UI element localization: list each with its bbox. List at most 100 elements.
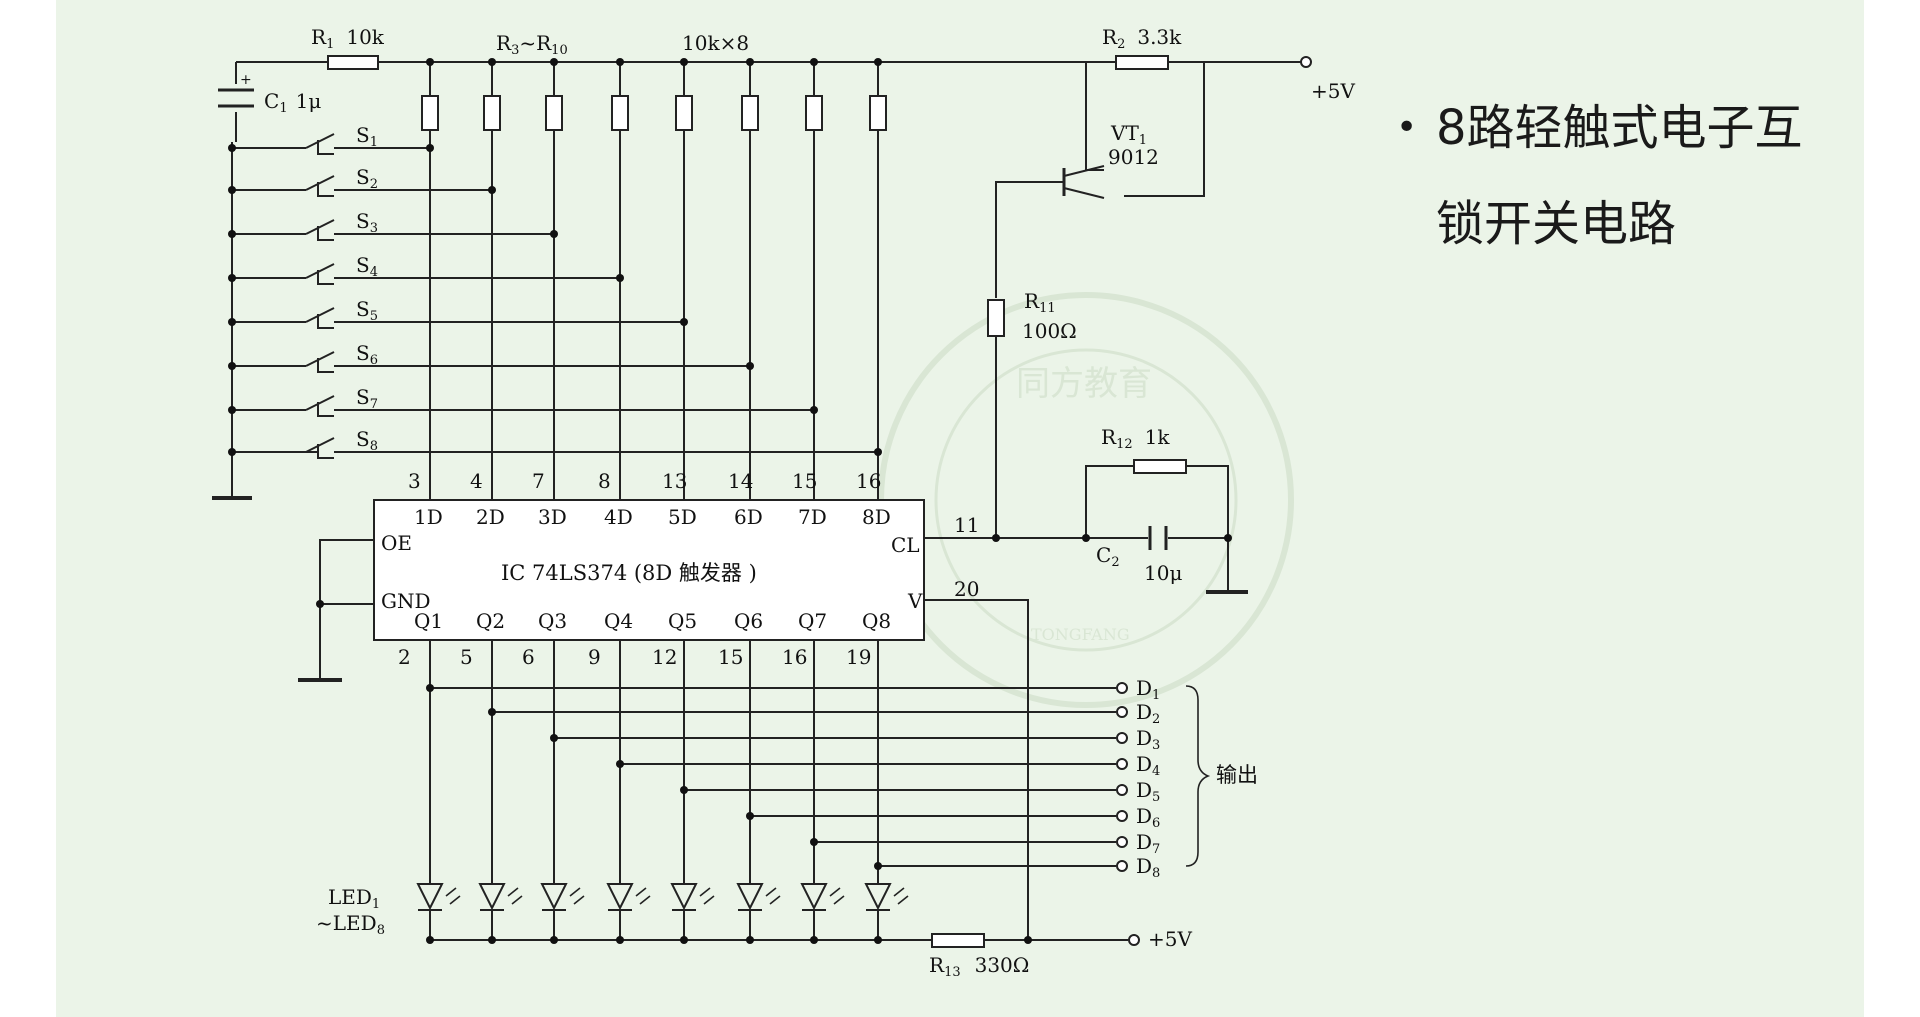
switch-junction [680, 318, 688, 326]
switch-label: S4 [356, 253, 378, 280]
ic-74ls374 [373, 499, 925, 641]
led-bus-junction [680, 936, 688, 944]
led-label-first: LED1 [328, 885, 380, 912]
output-junction [426, 684, 434, 692]
top-rail-junction [680, 58, 688, 66]
output-label: D2 [1136, 700, 1160, 727]
pullup-resistor [805, 95, 823, 131]
switch-common-rail [231, 142, 318, 453]
r3-r10-value: 10k×8 [682, 31, 749, 55]
common-rail-junction [228, 144, 236, 152]
vcc-terminal-bottom [1128, 934, 1140, 946]
ic-input-name: 7D [798, 505, 827, 529]
led-diode [478, 883, 506, 911]
c1-polarity: + [240, 72, 252, 88]
r12-loop-wire [1085, 465, 1229, 538]
vt1-part: 9012 [1108, 145, 1159, 169]
ic-output-pin: 6 [522, 645, 535, 669]
watermark-text: 同方教育 [1016, 364, 1152, 404]
switch-terminal [317, 314, 334, 329]
r12-resistor [1133, 459, 1187, 474]
top-rail-junction [616, 58, 624, 66]
switch-label: S6 [356, 341, 378, 368]
ic-input-pin: 14 [728, 469, 753, 493]
switch-terminal [317, 270, 334, 285]
output-label: D6 [1136, 804, 1160, 831]
output-junction [550, 734, 558, 742]
ic-input-name: 8D [862, 505, 891, 529]
switch-junction [488, 186, 496, 194]
vcc-label-bottom: +5V [1148, 927, 1192, 951]
switch-label: S3 [356, 209, 378, 236]
ic-output-pin: 19 [846, 645, 871, 669]
output-label: D4 [1136, 752, 1160, 779]
switch-label: S5 [356, 297, 378, 324]
pullup-resistor [611, 95, 629, 131]
output-junction [874, 862, 882, 870]
led-bus-junction [426, 936, 434, 944]
ic-input-pin: 7 [532, 469, 545, 493]
led-light-arrows [445, 887, 461, 905]
ic-gnd: GND [381, 589, 431, 613]
led-bus-junction [810, 936, 818, 944]
ic-input-name: 6D [734, 505, 763, 529]
r11-value: 100Ω [1022, 319, 1077, 343]
ic-input-pin: 15 [792, 469, 817, 493]
ic-output-pin: 15 [718, 645, 743, 669]
ic-input-name: 5D [668, 505, 697, 529]
common-rail-junction [228, 274, 236, 282]
switch-label: S2 [356, 165, 378, 192]
output-terminal [1116, 706, 1128, 718]
r1-resistor [327, 55, 379, 70]
switch-junction [550, 230, 558, 238]
output-junction [746, 812, 754, 820]
channel-group: S131DQ12D1S242DQ25D2S373DQ36D3S484DQ49D4… [228, 58, 1160, 944]
ic-input-name: 4D [604, 505, 633, 529]
switch-terminal [317, 444, 334, 459]
led-light-arrows [699, 887, 715, 905]
output-terminal [1116, 836, 1128, 848]
output-terminal [1116, 732, 1128, 744]
led-bus-junction [550, 936, 558, 944]
switch-junction [616, 274, 624, 282]
common-rail-junction [228, 406, 236, 414]
switch-junction [746, 362, 754, 370]
r2-resistor [1115, 55, 1169, 70]
output-group-label: 输出 [1216, 763, 1258, 787]
ic-output-name: Q2 [476, 609, 505, 633]
switch-contact [305, 219, 335, 235]
vt1-base-lead [995, 181, 1064, 298]
top-rail-junction [550, 58, 558, 66]
led-diode [606, 883, 634, 911]
ic-cl: CL [891, 533, 920, 557]
top-rail-junction [810, 58, 818, 66]
vt1-collector-leg [1063, 187, 1105, 199]
top-rail-junction [874, 58, 882, 66]
output-label: D3 [1136, 726, 1160, 753]
bullet-text: • 8路轻触式电子互 锁开关电路 [1396, 80, 1856, 272]
output-terminal [1116, 860, 1128, 872]
ic-output-pin: 9 [588, 645, 601, 669]
switch-label: S1 [356, 123, 378, 150]
vt1-emitter-leg [1063, 165, 1105, 177]
led-bus-junction [746, 936, 754, 944]
common-rail-junction [228, 362, 236, 370]
switch-terminal [317, 140, 334, 155]
led-diode [736, 883, 764, 911]
switch-contact [305, 263, 335, 279]
watermark-seal: 同方教育 TONGFANG [878, 292, 1294, 708]
led-diode [800, 883, 828, 911]
ic-v-pin: 20 [954, 577, 979, 601]
output-label: D5 [1136, 778, 1160, 805]
switch-terminal [317, 402, 334, 417]
ic-input-pin: 3 [408, 469, 421, 493]
switch-contact [305, 307, 335, 323]
switch-contact [305, 395, 335, 411]
ic-title: IC 74LS374 (8D 触发器 ) [501, 561, 757, 585]
led-diode [864, 883, 892, 911]
led-label-last: ~LED8 [316, 911, 385, 938]
watermark-brand: TONGFANG [1031, 625, 1130, 644]
led-diode [670, 883, 698, 911]
